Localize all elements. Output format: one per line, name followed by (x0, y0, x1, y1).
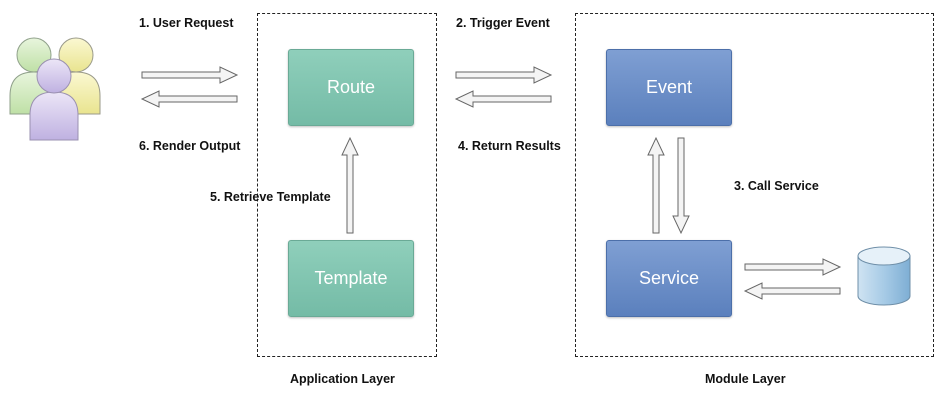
step-3-label: 3. Call Service (734, 179, 819, 193)
arrow-trigger-event (455, 66, 553, 84)
arrow-retrieve-template (341, 136, 359, 234)
arrow-return-results (454, 90, 552, 108)
step-4-label: 4. Return Results (458, 139, 561, 153)
module-layer-label: Module Layer (705, 372, 786, 386)
template-box: Template (288, 240, 414, 317)
event-box: Event (606, 49, 732, 126)
application-layer-frame (257, 13, 437, 357)
arrow-call-service (672, 137, 690, 235)
step-1-label: 1. User Request (139, 16, 234, 30)
arrow-database-to-service (743, 282, 841, 300)
application-layer-label: Application Layer (290, 372, 395, 386)
step-5-label: 5. Retrieve Template (210, 190, 331, 204)
service-box: Service (606, 240, 732, 317)
arrow-render-output (140, 90, 238, 108)
arrow-user-request (141, 66, 239, 84)
route-box: Route (288, 49, 414, 126)
database-icon (857, 246, 911, 306)
module-layer-frame (575, 13, 934, 357)
users-group-icon (9, 37, 101, 141)
step-2-label: 2. Trigger Event (456, 16, 550, 30)
arrow-service-to-database (744, 258, 842, 276)
arrow-service-to-event (647, 136, 665, 234)
step-6-label: 6. Render Output (139, 139, 241, 153)
